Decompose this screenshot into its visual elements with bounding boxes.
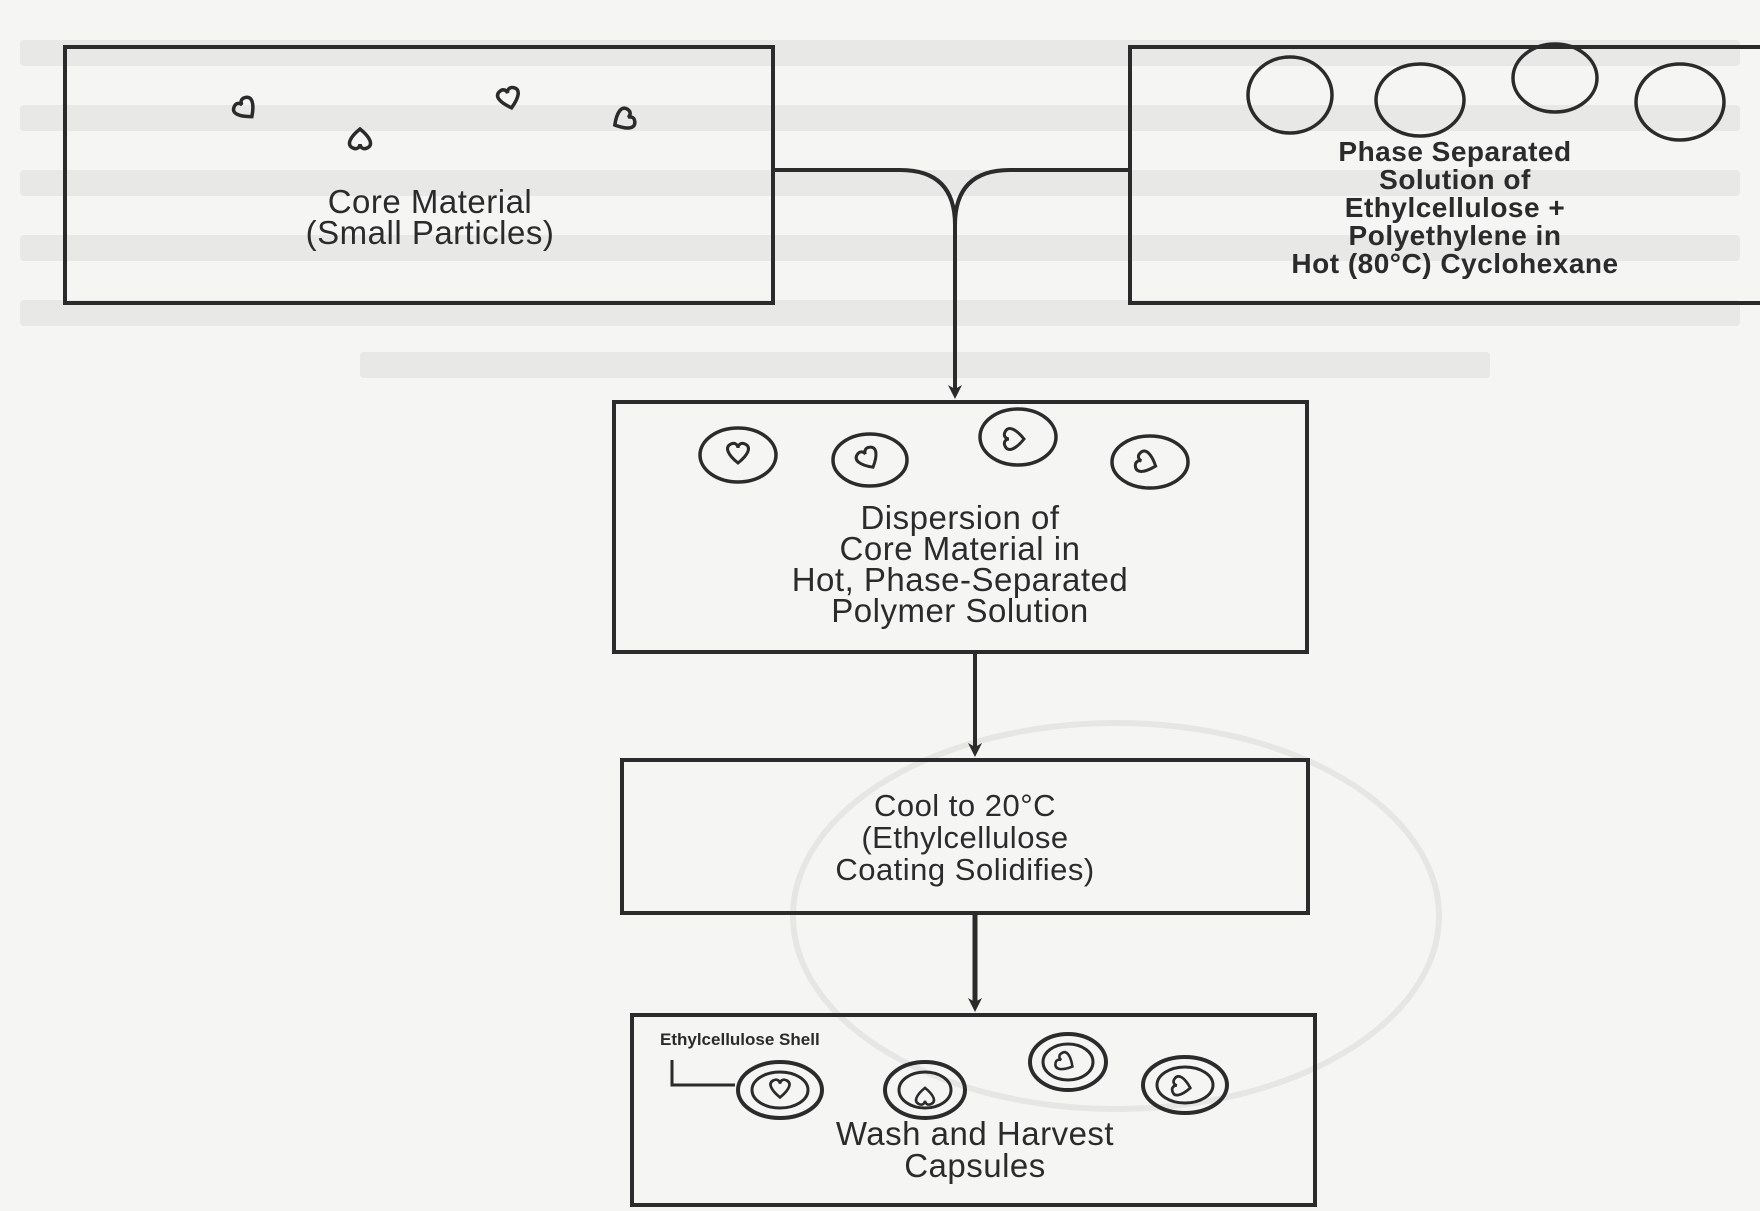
polymer-droplet-icon (1376, 64, 1464, 136)
core-particle-icon (496, 86, 521, 110)
core-particle-icon (610, 106, 638, 134)
polymer-droplet-icon (1513, 44, 1597, 112)
polymer-droplet-icon (1636, 64, 1724, 140)
core-particle-icon (349, 129, 370, 149)
capsule-icon (1143, 1057, 1227, 1113)
ethylcellulose-shell-label: Ethylcellulose Shell (660, 1030, 820, 1050)
coated-particle-icon (700, 428, 776, 482)
polymer-droplet-icon (1248, 57, 1332, 133)
dispersion-label: Dispersion of Core Material in Hot, Phas… (640, 502, 1280, 626)
capsule-icon (1030, 1034, 1106, 1090)
cool-label: Cool to 20°C (Ethylcellulose Coating Sol… (640, 790, 1290, 886)
coated-particle-icon (1112, 436, 1188, 488)
coated-particle-icon (980, 409, 1056, 465)
capsule-icon (738, 1062, 822, 1118)
core-material-label: Core Material (Small Particles) (180, 186, 680, 248)
phase-separated-label: Phase Separated Solution of Ethylcellulo… (1150, 138, 1760, 278)
shell-leader-line (672, 1060, 735, 1085)
coated-particle-icon (833, 434, 907, 486)
connector-from-core (773, 170, 955, 225)
core-particle-icon (231, 95, 260, 124)
connector-from-phase (955, 170, 1130, 225)
core-material-box (65, 47, 773, 303)
capsule-icon (885, 1062, 965, 1118)
wash-label: Wash and Harvest Capsules (650, 1118, 1300, 1182)
